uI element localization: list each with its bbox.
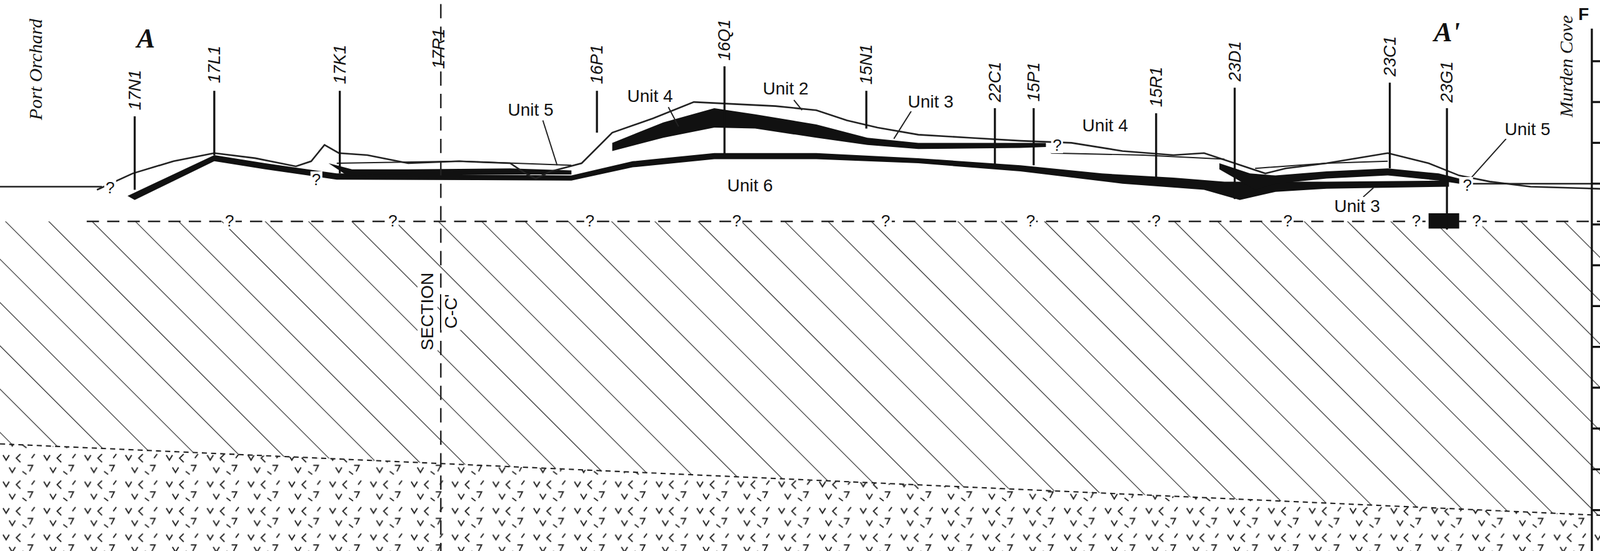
well-label: 23C1 bbox=[1381, 36, 1399, 77]
axis-label: F bbox=[1578, 5, 1589, 24]
query-mark: ? bbox=[310, 171, 322, 188]
unit-label: Unit 5 bbox=[505, 100, 555, 120]
well-label: 17K1 bbox=[331, 44, 349, 84]
query-mark: ? bbox=[731, 212, 743, 229]
unit-label: Unit 6 bbox=[725, 176, 775, 195]
query-mark: ? bbox=[1281, 212, 1294, 229]
query-mark: ? bbox=[1051, 136, 1063, 154]
unit-label: Unit 4 bbox=[1080, 116, 1130, 135]
query-mark: ? bbox=[1150, 212, 1162, 229]
aquifer-bands bbox=[127, 108, 1460, 229]
well-label: 15P1 bbox=[1025, 61, 1042, 102]
place-name: Port Orchard bbox=[26, 18, 45, 120]
unit-label: Unit 2 bbox=[761, 79, 811, 99]
well-label: 17L1 bbox=[205, 45, 223, 84]
query-mark: ? bbox=[880, 212, 892, 229]
query-mark: ? bbox=[1410, 212, 1422, 229]
well-label: 22C1 bbox=[986, 61, 1004, 102]
unit-6-base bbox=[86, 220, 1600, 222]
place-name: Murden Cove bbox=[1556, 15, 1576, 118]
well-label: 16Q1 bbox=[716, 19, 734, 61]
section-end: A bbox=[136, 25, 155, 53]
query-mark: ? bbox=[1470, 212, 1482, 229]
query-mark: ? bbox=[223, 212, 235, 229]
contact-lines bbox=[336, 153, 1389, 169]
well-label: 23G1 bbox=[1438, 61, 1456, 103]
well-label: 15N1 bbox=[858, 44, 875, 85]
sea-level bbox=[0, 183, 1600, 187]
query-mark: ? bbox=[1025, 212, 1037, 229]
leader-lines bbox=[543, 100, 1507, 197]
query-mark: ? bbox=[104, 179, 116, 196]
section-end: A' bbox=[1433, 18, 1460, 47]
well-label: 16P1 bbox=[588, 44, 606, 84]
volcanic-rock bbox=[0, 443, 1600, 551]
well-label: 17R1 bbox=[430, 28, 448, 70]
section-line bbox=[440, 4, 442, 551]
section-label: C-C' bbox=[441, 292, 462, 330]
unit-label: Unit 3 bbox=[905, 92, 955, 112]
section-label: SECTION bbox=[417, 271, 438, 352]
well-label: 15R1 bbox=[1147, 66, 1165, 108]
land-surface bbox=[96, 101, 1600, 190]
unit-label: Unit 5 bbox=[1503, 120, 1553, 139]
query-mark: ? bbox=[583, 212, 595, 229]
query-mark: ? bbox=[1461, 176, 1474, 194]
well-lines bbox=[135, 66, 1448, 230]
well-label: 17N1 bbox=[126, 69, 144, 110]
elevation-scale bbox=[1591, 28, 1600, 551]
unit-label: Unit 3 bbox=[1332, 196, 1382, 216]
unit-label: Unit 4 bbox=[625, 86, 675, 106]
rock-contact bbox=[0, 443, 1600, 515]
query-mark: ? bbox=[386, 212, 399, 229]
well-label: 23D1 bbox=[1226, 41, 1244, 82]
